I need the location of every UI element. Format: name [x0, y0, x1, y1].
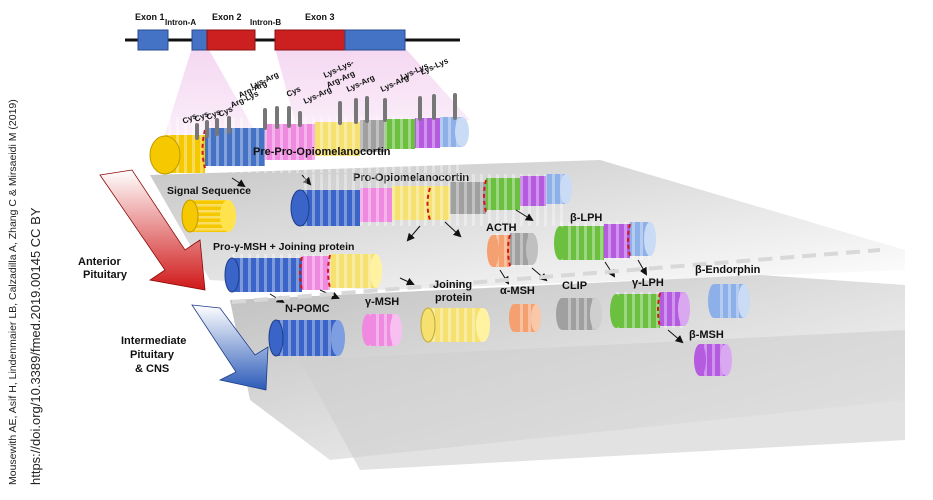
joining-protein-cylinder: [420, 307, 490, 343]
pro-gamma-msh-label: Pro-γ-MSH + Joining protein: [213, 241, 354, 253]
anterior-label-1: Anterior: [78, 256, 122, 268]
pre-pomc-cylinder: [149, 117, 469, 175]
acth-cylinder: [487, 233, 538, 267]
joining-protein-label-1: Joining: [433, 279, 472, 291]
alpha-msh-label: α-MSH: [500, 285, 535, 297]
site-lys-lys-2: Lys-Lys: [419, 56, 450, 77]
anterior-arrow: [99, 169, 206, 291]
bottom-shadow: [300, 330, 905, 470]
pomc-cylinder: [290, 174, 572, 227]
beta-endorphin-cylinder: [708, 284, 750, 318]
gamma-lph-label: γ-LPH: [632, 277, 664, 289]
signal-sequence-label: Signal Sequence: [167, 185, 251, 197]
gamma-msh-cylinder: [362, 314, 402, 346]
n-pomc-cylinder: [268, 319, 345, 357]
anterior-label-2: Pituitary: [83, 269, 128, 281]
pro-gamma-msh-cylinder: [224, 254, 382, 293]
citation-doi: https://doi.org/10.3389/fmed.2019.00145 …: [28, 207, 43, 485]
beta-endorphin-label: β-Endorphin: [695, 264, 761, 276]
beta-msh-cylinder: [694, 344, 732, 376]
intermediate-arrow: [191, 304, 269, 391]
beta-lph-cylinder: [554, 222, 656, 260]
clip-cylinder: [556, 298, 602, 330]
exon1-label: Exon 1: [135, 12, 165, 22]
intron-a-label: Intron-A: [165, 18, 196, 27]
intron-b-label: Intron-B: [250, 18, 281, 27]
gamma-lph-cylinder: [610, 292, 690, 328]
exon2-red: [206, 29, 256, 51]
beta-msh-label: β-MSH: [689, 329, 724, 341]
pre-pomc-label: Pre-Pro-Opiomelanocortin: [253, 146, 391, 158]
intermediate-label-2: Pituitary: [130, 349, 175, 361]
acth-label: ACTH: [486, 222, 517, 234]
n-pomc-label: N-POMC: [285, 303, 330, 315]
cleavage-pins: [195, 93, 457, 140]
exon1-box: [137, 29, 169, 51]
stage-separator: [231, 248, 881, 304]
beta-lph-label: β-LPH: [570, 212, 602, 224]
intermediate-label-3: & CNS: [135, 363, 169, 375]
gamma-msh-label: γ-MSH: [365, 296, 399, 308]
exon2-blue: [191, 29, 208, 51]
exon3-red: [274, 29, 346, 51]
intermediate-label-1: Intermediate: [121, 335, 186, 347]
exon2-label: Exon 2: [212, 12, 242, 22]
signal-sequence-cylinder: [181, 199, 236, 233]
clip-label: CLIP: [562, 280, 587, 292]
exon3-label: Exon 3: [305, 12, 335, 22]
joining-protein-label-2: protein: [435, 292, 473, 304]
alpha-msh-cylinder: [509, 304, 541, 332]
exon3-blue: [344, 29, 406, 51]
citation-authors: Mousewith AE, Asif H, Lindenmaier LB, Ca…: [7, 99, 19, 485]
